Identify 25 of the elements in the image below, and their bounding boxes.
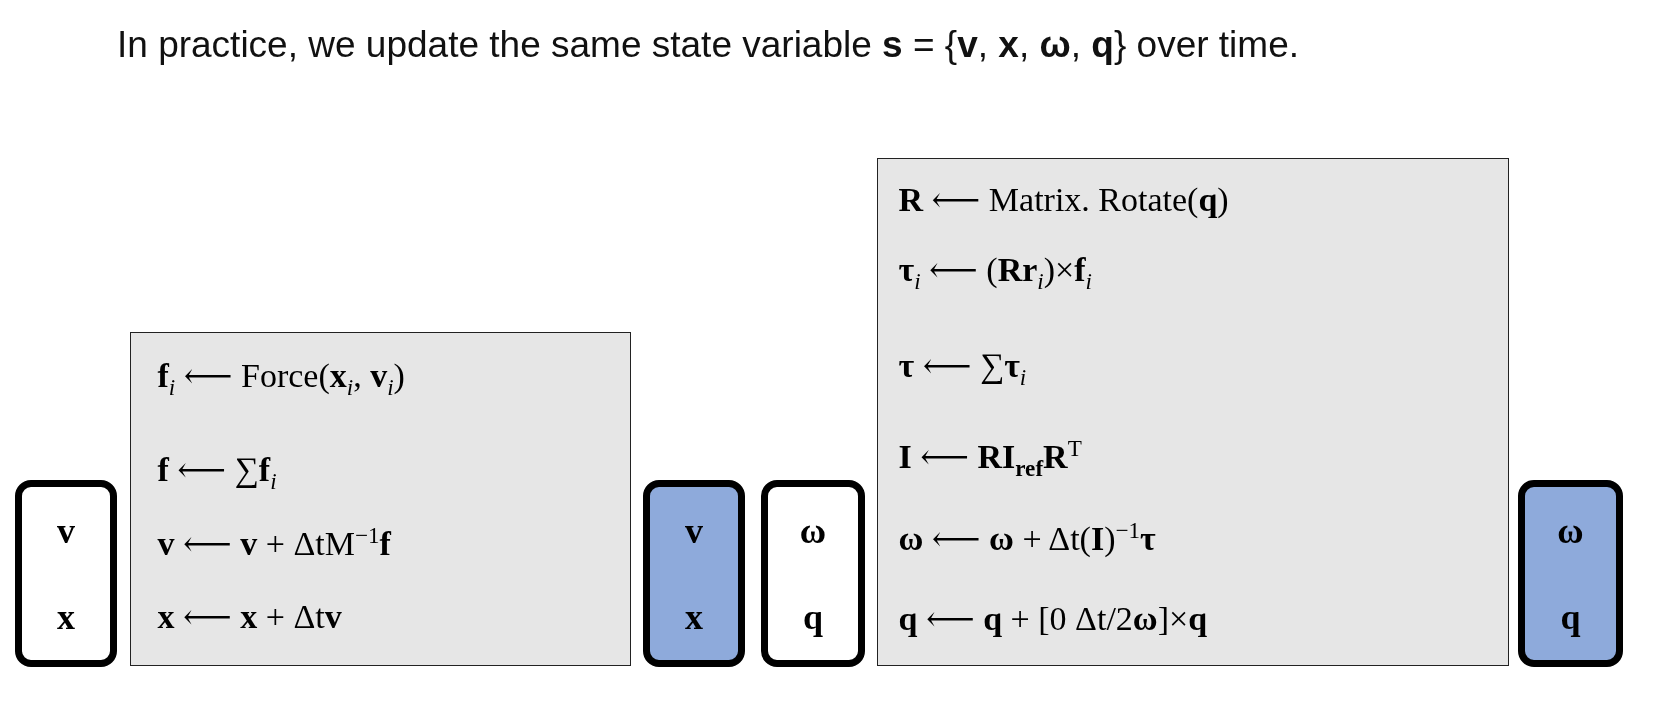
variable-symbol: q	[803, 597, 823, 637]
heading: In practice, we update the same state variable s = {v, x, ω, q} over time.	[117, 23, 1299, 67]
variable-symbol: v	[57, 511, 75, 551]
update-formula: τ$_{i}$ ⟵ (Rr$_{i}$)×f$_{i}$	[898, 249, 1092, 290]
update-formula: q ⟵ q + [0 Δt/2ω]×q	[898, 598, 1208, 639]
variable-symbol: q	[1560, 597, 1581, 637]
update-step-panel	[130, 332, 631, 666]
state-variable-box	[15, 480, 117, 667]
update-formula: ω ⟵ ω + Δt(I)$^{−1}$τ	[898, 518, 1156, 559]
variable-symbol: x	[685, 597, 703, 637]
variable-symbol: ω	[1557, 511, 1584, 551]
update-formula: f$_{i}$ ⟵ Force(x$_{i}$, v$_{i}$)	[157, 355, 405, 396]
variable-symbol: x	[57, 597, 75, 637]
variable-symbol: v	[685, 511, 703, 551]
update-step-panel	[877, 158, 1509, 666]
variable-symbol: ω	[799, 511, 827, 551]
update-formula: R ⟵ Matrix. Rotate(q)	[898, 179, 1229, 220]
state-variable-box	[643, 480, 745, 667]
update-formula: I ⟵ RI$_{ref}$R$^{T}$	[898, 436, 1082, 477]
update-formula: v ⟵ v + ΔtM$^{−1}$f	[157, 523, 391, 564]
state-variable-box	[761, 480, 865, 667]
update-formula: τ ⟵ ∑τ$_{i}$	[898, 345, 1027, 386]
state-variable-box	[1518, 480, 1623, 667]
update-formula: x ⟵ x + Δtv	[157, 596, 342, 637]
update-formula: f ⟵ ∑f$_{i}$	[157, 449, 277, 490]
